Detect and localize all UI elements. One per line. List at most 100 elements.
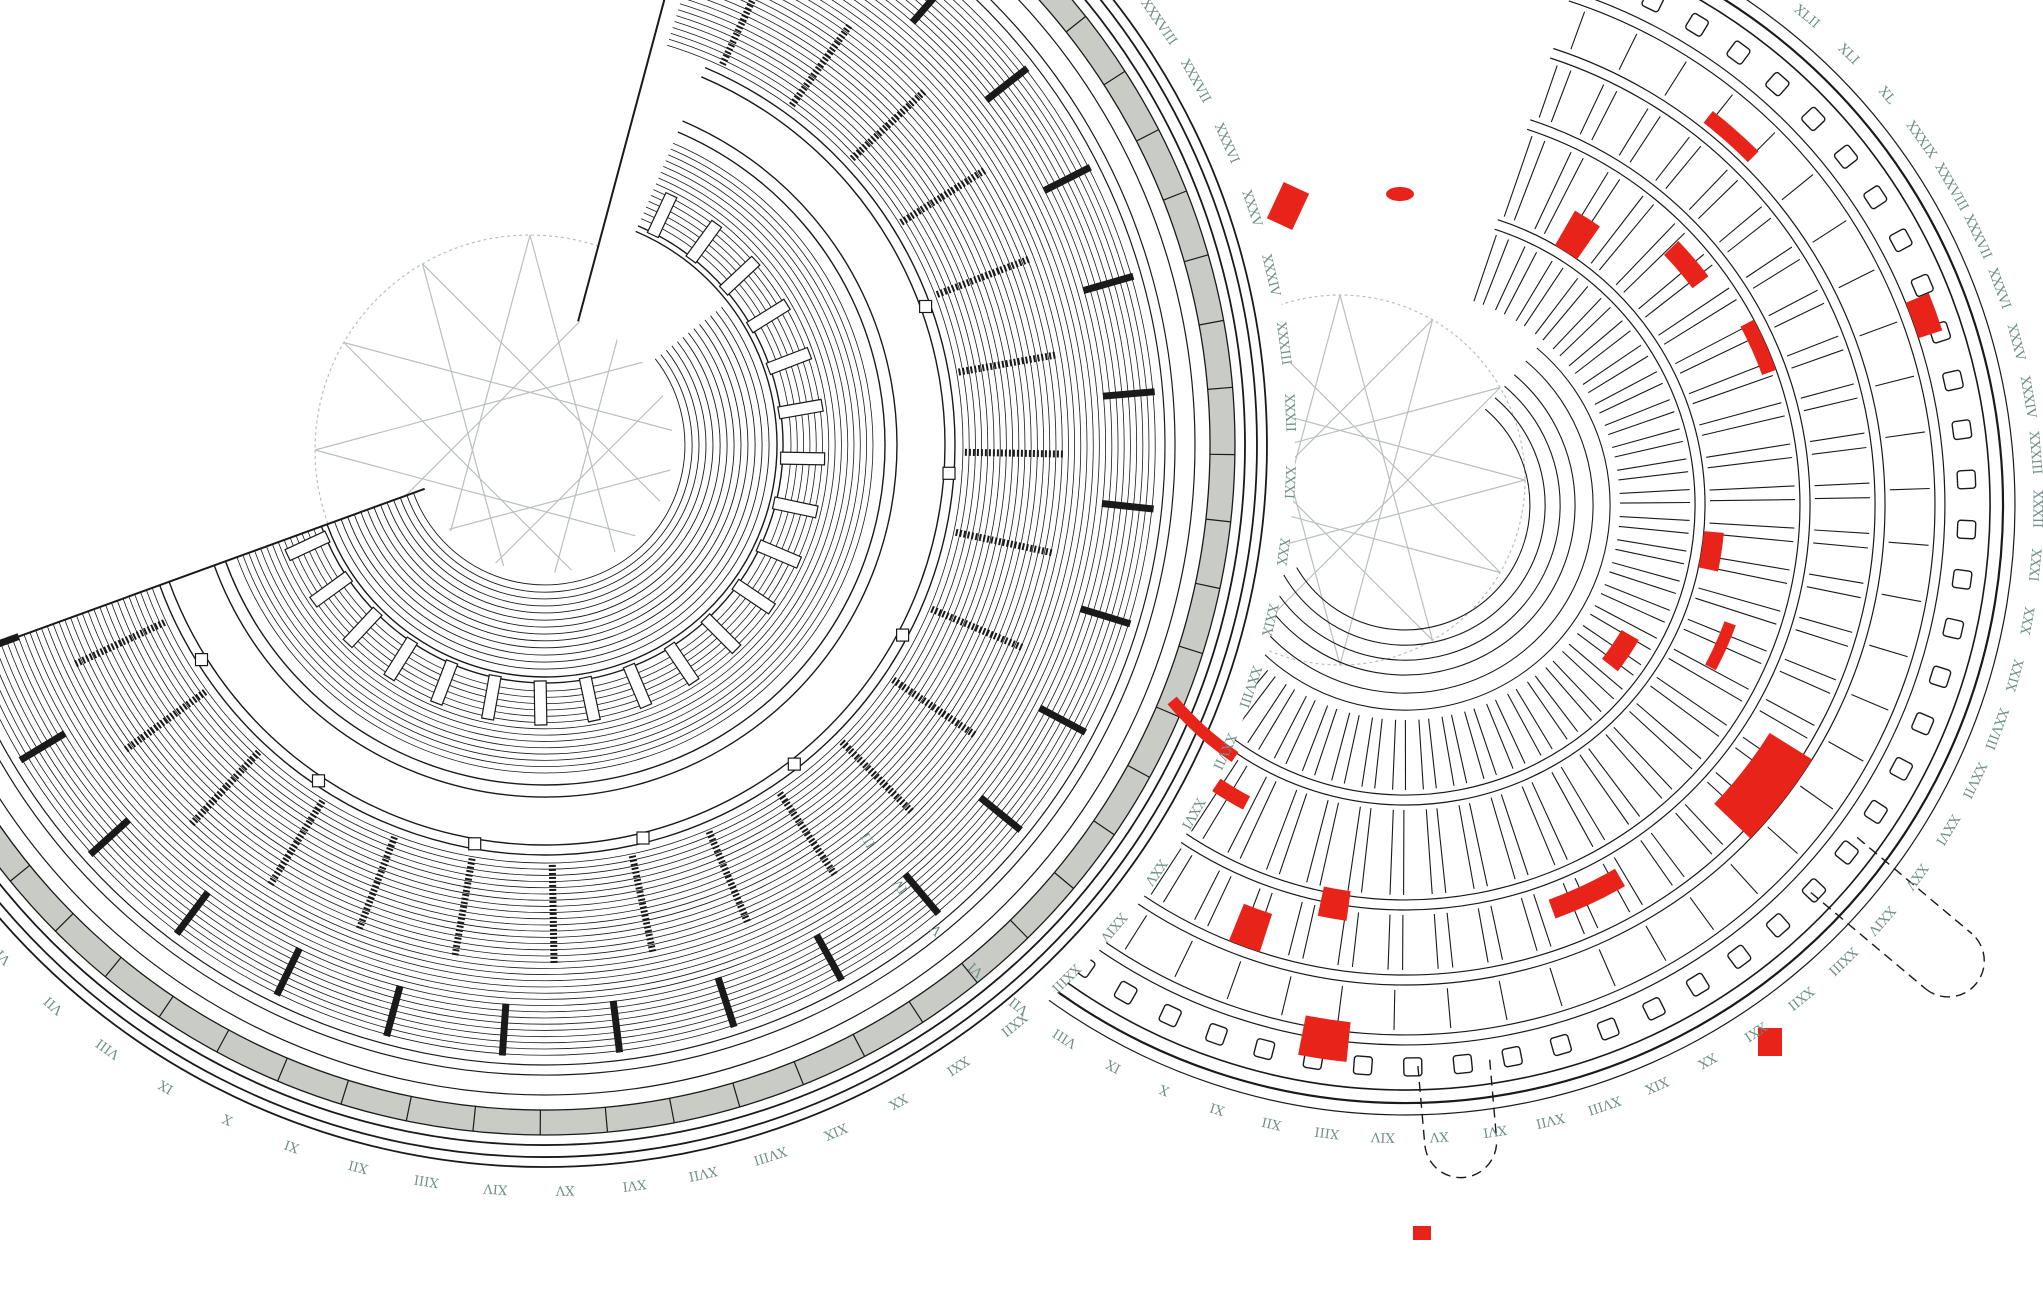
radial-passage-wall [1534,675,1579,733]
radial-passage-wall [1619,489,1690,494]
entrance-wall [1489,1059,1498,1140]
stair-hatch [977,794,1023,833]
stair-hatch [935,255,1032,298]
radial-passage-wall [1433,913,1439,969]
arch-numeral: XXIX [2002,657,2025,693]
radial-passage-wall [1392,719,1397,790]
radial-passage-wall [1302,904,1316,959]
radial-passage-wall [1665,145,1702,189]
stair-hatch [72,619,166,668]
seating-row [242,148,867,767]
radial-passage-wall [1612,428,1680,449]
radial-passage-wall [1490,797,1516,880]
outer-pier [1956,469,1977,490]
radial-passage-wall [1538,65,1558,118]
seating-row [151,44,964,864]
seating-row [393,345,707,607]
outer-gallery [0,0,1236,1136]
arch-numeral: XXXIV [2017,375,2039,420]
excavated-remain [1703,111,1759,163]
radial-passage-wall [1450,714,1468,784]
radial-passage-wall [1500,794,1529,876]
seating-row [87,0,1032,932]
outer-wall [0,0,1246,1146]
stair-hatch [705,830,752,926]
radial-passage-wall [1664,61,1687,96]
radial-passage-wall [1533,894,1552,947]
seating-row [146,38,970,870]
radial-passage-wall [1588,748,1641,817]
seating-row [23,0,1100,1000]
radial-passage-wall [1389,809,1394,895]
arch-numeral: XII [1260,1113,1282,1132]
radial-passage-wall [1889,487,1930,491]
arch-numeral: XXXVII [1961,212,1995,261]
outer-pier [1801,878,1827,903]
stair-hatch [839,739,916,816]
excavated-remain [1705,621,1736,671]
south-entrance [1417,1059,1498,1179]
radial-passage-wall [1688,362,1769,395]
outer-pier [1452,1053,1474,1075]
radial-passage-wall [1629,115,1661,163]
seating-row [70,0,1051,951]
outer-wall [0,0,1166,1066]
outer-pier [1888,228,1913,253]
radial-passage-wall [1568,320,1623,367]
radial-passage-wall [1202,765,1248,839]
radial-passage-wall [1774,302,1825,328]
outer-wall [876,0,2016,1116]
outer-pier [1765,913,1791,938]
vomitorium [755,539,803,569]
seating-row [58,0,1063,963]
radial-passage-wall [1605,734,1663,799]
radial-passage-wall [1698,587,1781,612]
arch-numeral: IX [1103,1055,1123,1075]
radial-passage-wall [1675,323,1751,365]
radial-passage-wall [1331,712,1351,781]
outer-pier [1863,185,1888,210]
radial-passage-wall [1618,108,1649,156]
stair-hatch [273,946,303,997]
radial-passage-wall [1645,925,1667,961]
podium-ring [1270,385,1561,661]
radial-passage-wall [1568,643,1623,690]
vomitorium [663,641,700,687]
radial-passage-wall [1613,726,1673,790]
stair-hatch [1037,704,1088,736]
gallery-cross-wall [1205,518,1231,523]
stair-hatch [957,351,1058,376]
arch-numeral: XXII [1784,983,1816,1013]
outer-pier [1596,1017,1620,1041]
radial-passage-wall [1615,223,1676,286]
radial-passage-wall [1150,848,1182,895]
arch-numeral: XXXI [2025,548,2043,582]
stair-hatch [383,984,404,1038]
arch-numeral: XLI [1835,41,1862,68]
outer-pier [1685,12,1709,37]
gallery-cross-wall [1127,764,1150,778]
radial-passage-wall [1594,605,1658,639]
gallery-cross-wall [1155,706,1180,718]
annular-corridor-wall [936,0,1946,1046]
radial-passage-wall [1534,277,1579,335]
stair-hatch [609,1000,624,1053]
stair-hatch [789,22,854,108]
seating-row [0,0,1150,1050]
excavated-remain [1317,886,1351,921]
radial-passage-wall [1503,136,1533,217]
entrance-wall [1810,891,1927,990]
excavated-remain [1698,531,1724,572]
radial-passage-wall [1806,586,1861,599]
radial-passage-wall [1543,157,1584,234]
radial-passage-wall [1623,232,1685,293]
marker-square [311,774,326,788]
podium-ring [1227,347,1611,711]
vomitorium [284,530,331,562]
excavated-remain [1212,778,1251,810]
plan-end-wall [577,0,666,322]
outer-pier [1951,419,1973,441]
radial-passage-wall [1859,321,1898,337]
outer-wall [0,0,1176,1076]
radial-passage-wall [1361,717,1374,787]
